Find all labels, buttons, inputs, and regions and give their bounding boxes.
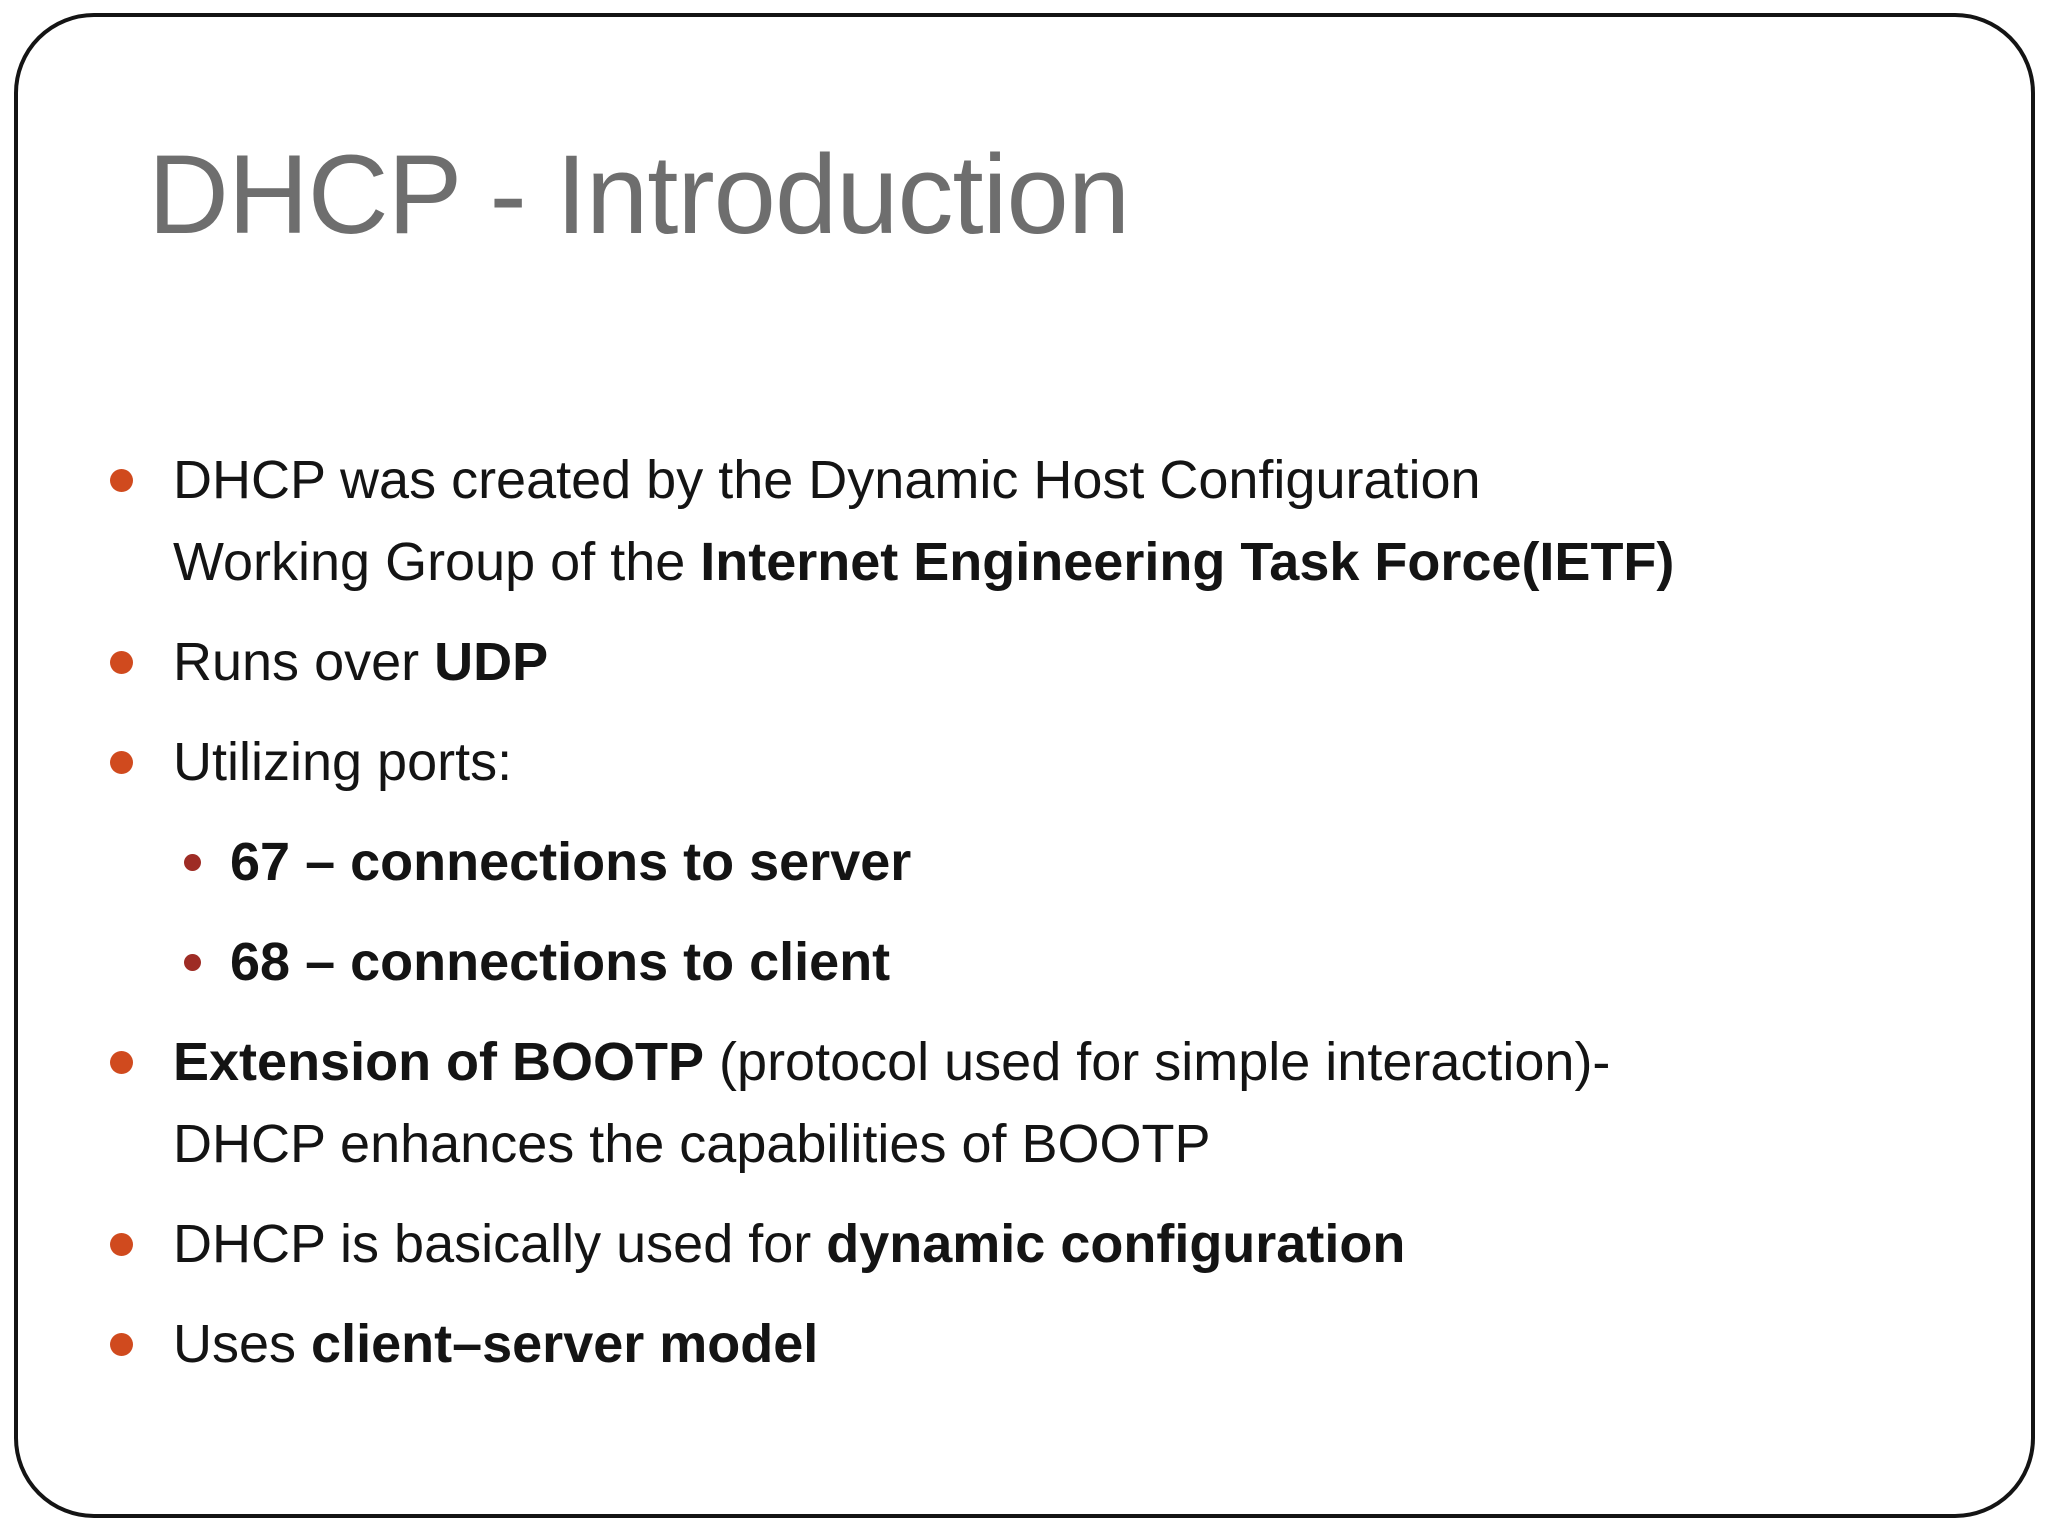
bullet-text: Runs over UDP [173, 632, 549, 692]
bullet-dot-icon [110, 469, 133, 492]
sub-bullet-item: 68 – connections to client [110, 921, 1908, 1003]
bullet-dot-icon [110, 1333, 133, 1356]
bullet-dot-icon [110, 1233, 133, 1256]
bullet-text: DHCP was created by the Dynamic Host Con… [173, 450, 1675, 592]
bullet-item: DHCP was created by the Dynamic Host Con… [110, 439, 1908, 603]
bullet-dot-icon [110, 1051, 133, 1074]
bullet-item: Runs over UDP [110, 621, 1908, 703]
bullet-text: Uses client–server model [173, 1314, 819, 1374]
bullet-text: Utilizing ports: [173, 732, 513, 792]
bullet-list: DHCP was created by the Dynamic Host Con… [110, 439, 1908, 1403]
bullet-text: 67 – connections to server [230, 832, 912, 892]
bullet-item: DHCP is basically used for dynamic confi… [110, 1203, 1908, 1285]
bullet-text: Extension of BOOTP (protocol used for si… [173, 1032, 1611, 1174]
bullet-dot-icon [184, 854, 201, 871]
bullet-item: Extension of BOOTP (protocol used for si… [110, 1021, 1908, 1185]
bullet-dot-icon [184, 954, 201, 971]
sub-bullet-item: 67 – connections to server [110, 821, 1908, 903]
bullet-item: Uses client–server model [110, 1303, 1908, 1385]
bullet-text: 68 – connections to client [230, 932, 891, 992]
slide-title: DHCP - Introduction [148, 132, 1130, 257]
bullet-text: DHCP is basically used for dynamic confi… [173, 1214, 1406, 1274]
bullet-dot-icon [110, 651, 133, 674]
bullet-item: Utilizing ports: [110, 721, 1908, 803]
bullet-dot-icon [110, 751, 133, 774]
